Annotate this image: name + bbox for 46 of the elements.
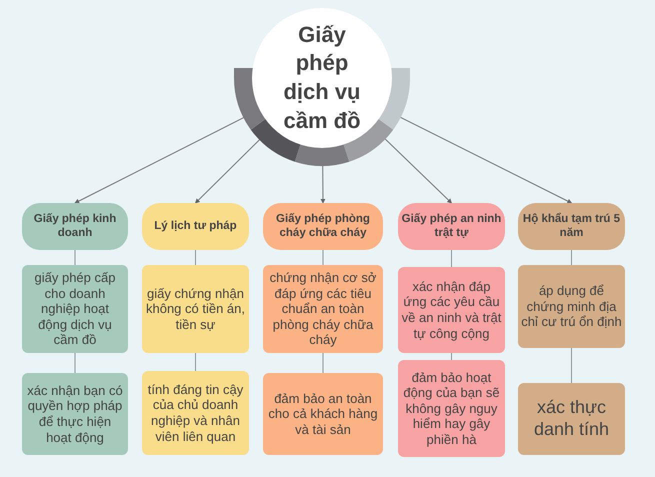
connector-line <box>195 250 196 266</box>
description-text: đảm bảo an toàn cho cả khách hàng và tài sản <box>267 390 379 438</box>
description-text: chứng nhận cơ sở đáp ứng các tiêu chuẩn an toàn phòng cháy chữa cháy <box>268 270 378 348</box>
description-text: xác nhận đáp ứng các yêu cầu về an ninh và trật tự công cộng <box>401 278 502 342</box>
arrow <box>384 138 452 204</box>
category-label: Giấy phép kinh doanh <box>32 212 118 240</box>
description-text: giấy chứng nhận không có tiền án, tiền sự <box>145 286 246 332</box>
category-box <box>518 203 625 250</box>
detail-box <box>142 371 249 455</box>
connector-line <box>195 352 196 372</box>
category-label: Hộ khẩu tạm trú 5 năm <box>522 212 622 240</box>
category-label: Giấy phép phòng cháy chữa cháy <box>275 212 371 240</box>
category-label: Lý lịch tư pháp <box>154 220 237 234</box>
description-text: giấy phép cấp cho doanh nghiệp hoạt động dịch vụ cầm đồ <box>34 270 116 348</box>
description-text: tính đáng tin cậy của chủ doanh nghiệp và nhân viên liên quan <box>146 382 244 444</box>
category-box <box>263 203 383 250</box>
detail-box <box>263 373 383 455</box>
category-box <box>398 203 505 250</box>
connector-line <box>451 250 452 268</box>
connector-line <box>74 250 76 266</box>
detail-box <box>263 265 383 353</box>
description-text: xác nhận bạn có quyền hợp pháp để thực hiện hoạt động <box>26 382 124 446</box>
title-text: Giấy phép dịch vụ cầm đồ <box>282 20 362 135</box>
detail-box <box>518 383 625 455</box>
category-label: Giấy phép an ninh trật tự <box>401 212 502 240</box>
connector-line <box>322 250 324 266</box>
arrow <box>320 166 326 204</box>
description-text: xác thực danh tính <box>532 397 610 441</box>
connector-line <box>571 250 572 266</box>
detail-box <box>518 265 625 348</box>
description-text: đảm bảo hoạt động của bạn sẽ không gây nguy hiểm hay gây phiền hà <box>402 370 501 448</box>
detail-box <box>398 267 505 353</box>
arrow <box>74 117 244 204</box>
connector-line <box>322 352 324 374</box>
connector-line <box>451 352 452 360</box>
arrow <box>400 116 572 204</box>
category-box <box>142 203 249 250</box>
detail-box <box>142 265 249 353</box>
detail-box <box>22 265 128 353</box>
description-text: áp dụng để chứng minh địa chỉ cư trú ổn định <box>521 283 622 330</box>
connector-line <box>74 352 76 374</box>
connector-line <box>571 348 572 384</box>
arrow <box>194 139 260 204</box>
category-box <box>22 203 128 250</box>
detail-box <box>398 360 505 457</box>
detail-box <box>22 373 128 455</box>
